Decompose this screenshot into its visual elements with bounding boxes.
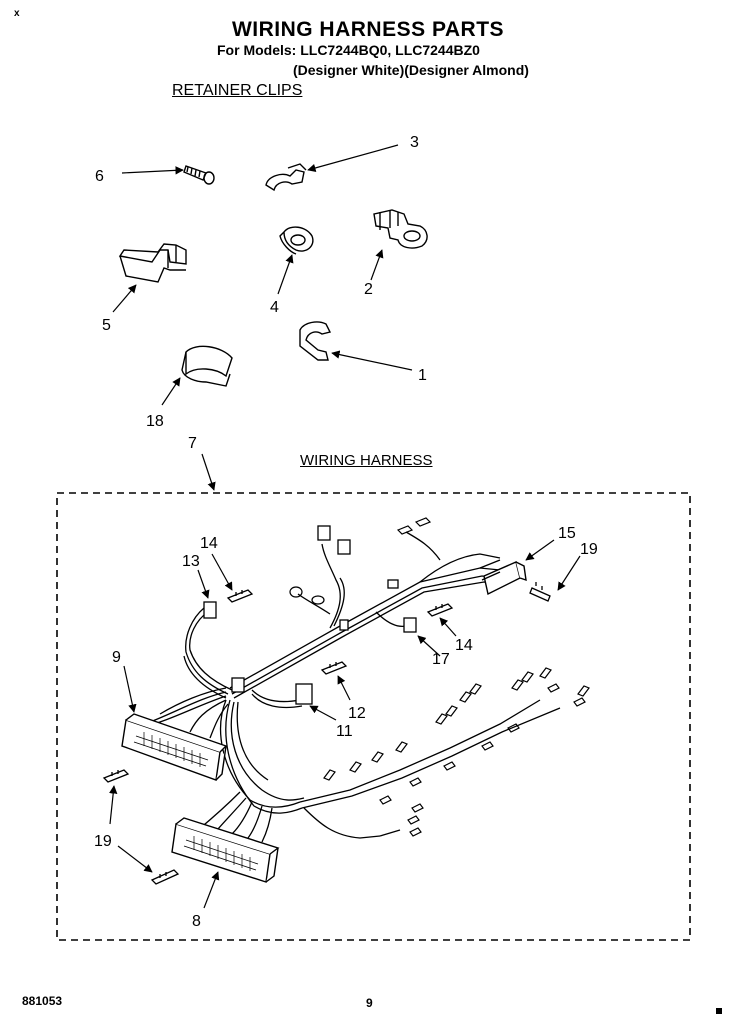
leader-2 xyxy=(370,249,384,281)
clip-5 xyxy=(118,243,187,283)
doc-number: 881053 xyxy=(22,994,63,1008)
callout-2: 2 xyxy=(364,281,373,298)
callout-15: 15 xyxy=(558,525,576,542)
callout-3: 3 xyxy=(410,134,419,151)
leader-1 xyxy=(331,350,413,371)
callout-11: 11 xyxy=(336,723,353,740)
harness-small-connectors xyxy=(203,525,417,705)
callout-19-top: 19 xyxy=(580,541,598,558)
callout-4: 4 xyxy=(270,299,279,316)
callout-13: 13 xyxy=(182,553,200,570)
callout-1: 1 xyxy=(418,367,427,384)
leader-6 xyxy=(121,166,184,175)
harness-terminals xyxy=(289,517,590,837)
connector-9 xyxy=(121,713,228,781)
clip-18 xyxy=(181,345,233,387)
loose-terminals xyxy=(102,582,551,885)
corner-square xyxy=(716,1008,722,1014)
connector-15 xyxy=(479,559,527,596)
callout-12: 12 xyxy=(348,705,366,722)
callout-14-right: 14 xyxy=(455,637,473,654)
models-line: For Models: LLC7244BQ0, LLC7244BZ0 xyxy=(217,42,480,58)
harness-leaders xyxy=(109,539,581,909)
leader-3 xyxy=(307,144,399,173)
clip-2 xyxy=(373,209,428,249)
harness-wires xyxy=(139,531,561,843)
leader-4 xyxy=(277,254,294,295)
callout-9: 9 xyxy=(112,649,121,666)
leader-7 xyxy=(201,453,216,491)
leader-18 xyxy=(161,377,181,406)
clip-1 xyxy=(299,321,332,361)
callout-18: 18 xyxy=(146,413,164,430)
retainer-clips-heading: RETAINER CLIPS xyxy=(172,82,303,99)
leader-5 xyxy=(112,284,137,313)
clip-4 xyxy=(279,226,314,255)
colors-line: (Designer White)(Designer Almond) xyxy=(293,62,529,78)
corner-mark: x xyxy=(14,8,20,19)
page-number: 9 xyxy=(366,996,373,1010)
callout-7: 7 xyxy=(188,435,197,452)
clip-3 xyxy=(265,163,307,192)
callout-17: 17 xyxy=(432,651,450,668)
page-title: WIRING HARNESS PARTS xyxy=(231,18,505,41)
connector-8 xyxy=(171,817,280,883)
callout-8: 8 xyxy=(192,913,201,930)
callout-6: 6 xyxy=(95,168,104,185)
callout-19-bottom: 19 xyxy=(94,833,112,850)
harness-dashed-box xyxy=(56,492,691,941)
wiring-harness-heading: WIRING HARNESS xyxy=(300,452,433,469)
callout-14-left: 14 xyxy=(200,535,218,552)
clip-6-screw xyxy=(183,165,215,185)
callout-5: 5 xyxy=(102,317,111,334)
